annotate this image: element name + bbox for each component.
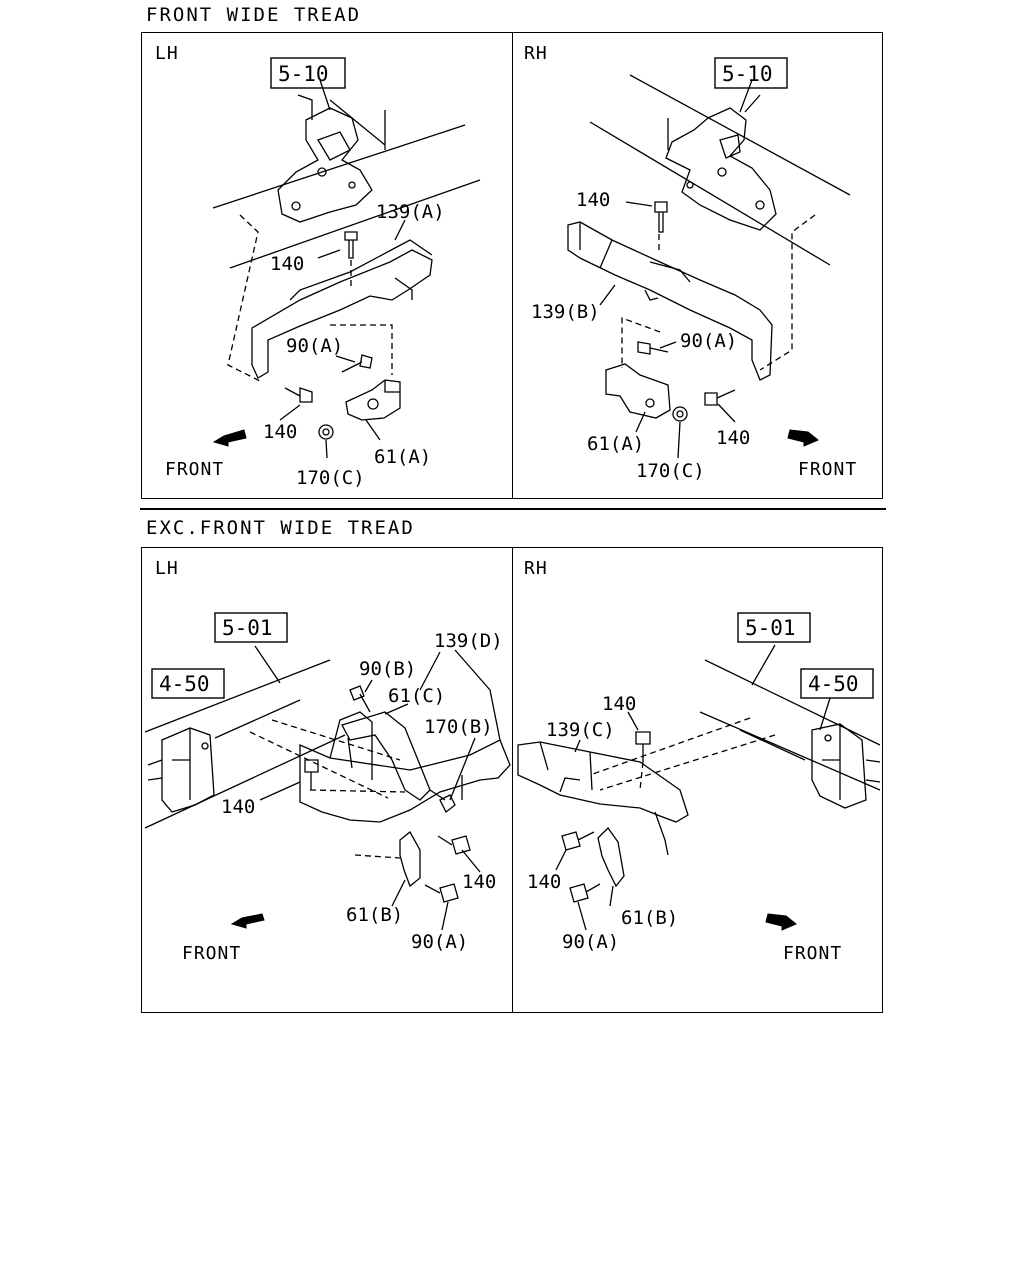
frame-rail-line <box>212 124 466 209</box>
bolt-140 <box>284 387 313 403</box>
ref-label: 5-10 <box>278 62 329 86</box>
ref-label: 4-50 <box>808 672 859 696</box>
callout-label: 140 <box>462 871 496 893</box>
ref-box-5-10 <box>270 57 346 89</box>
callout-label: 90(B) <box>359 658 416 680</box>
ref-label: 4-50 <box>159 672 210 696</box>
front-arrow-icon <box>765 913 797 931</box>
ref-box-5-10 <box>714 57 788 89</box>
bolt-90a <box>424 883 459 903</box>
frame-rail-line <box>229 179 481 269</box>
bolt-90a <box>569 883 601 903</box>
callout-label: 170(B) <box>424 716 493 738</box>
callout-label: 170(C) <box>296 467 365 489</box>
callout-label: 61(B) <box>346 904 403 926</box>
callout-label: 170(C) <box>636 460 705 482</box>
bolt-90a <box>341 354 373 373</box>
ref-label: 5-01 <box>222 616 273 640</box>
front-arrow-icon <box>787 429 819 447</box>
bolt-140 <box>635 731 651 762</box>
bottom-lh-drawing <box>144 645 511 931</box>
ref-box-4-50 <box>800 668 874 699</box>
section-title-exc-front-wide-tread: EXC.FRONT WIDE TREAD <box>146 517 415 539</box>
callout-label: 140 <box>576 189 610 211</box>
callout-label: 90(A) <box>286 335 343 357</box>
front-arrow-icon <box>230 913 265 929</box>
bracket-61b <box>597 826 625 888</box>
part-4-50 <box>161 727 215 813</box>
side-label-rh: RH <box>524 43 548 64</box>
callout-label: 61(C) <box>388 685 445 707</box>
top-rh-drawing <box>567 74 851 459</box>
ref-label: 5-01 <box>745 616 796 640</box>
top-lh-drawing <box>212 79 481 459</box>
bolt-140 <box>437 835 471 855</box>
callout-label: 140 <box>221 796 255 818</box>
callout-label: 140 <box>270 253 304 275</box>
nut-170c <box>672 406 688 422</box>
section-divider <box>140 508 886 510</box>
bolt-90b <box>349 685 371 713</box>
part-4-50 <box>811 723 867 809</box>
callout-label: 139(B) <box>531 301 600 323</box>
callout-label: 90(A) <box>680 330 737 352</box>
callout-label: 90(A) <box>562 931 619 953</box>
front-label: FRONT <box>165 459 224 480</box>
nut-170c <box>318 424 334 440</box>
bracket-61c <box>341 711 431 801</box>
bracket-139a <box>251 249 433 379</box>
bottom-rh-drawing <box>517 644 881 931</box>
callout-label: 140 <box>716 427 750 449</box>
bolt-140 <box>654 201 668 233</box>
side-label-lh: LH <box>155 558 179 579</box>
bracket-61b <box>399 831 421 888</box>
bracket-139b <box>567 221 773 381</box>
front-arrow-icon <box>212 429 247 447</box>
bolt-90a <box>637 341 669 355</box>
front-label: FRONT <box>798 459 857 480</box>
callout-label: 90(A) <box>411 931 468 953</box>
ref-box-4-50 <box>151 668 225 699</box>
callout-label: 140 <box>602 693 636 715</box>
side-label-rh: RH <box>524 558 548 579</box>
plate-61a <box>605 363 671 419</box>
callout-label: 139(D) <box>434 630 503 652</box>
ref-box-5-01 <box>737 612 811 643</box>
panel-top-rh <box>512 32 883 499</box>
plate-61a <box>345 379 401 421</box>
front-label: FRONT <box>182 943 241 964</box>
ref-box-5-01 <box>214 612 288 643</box>
callout-label: 139(C) <box>546 719 615 741</box>
bolt-140 <box>304 759 319 790</box>
front-label: FRONT <box>783 943 842 964</box>
nut-170b <box>439 794 456 813</box>
callout-label: 61(B) <box>621 907 678 929</box>
bolt-140 <box>344 231 358 259</box>
bolt-140 <box>704 389 736 406</box>
callout-label: 140 <box>263 421 297 443</box>
mount-bracket-5-10 <box>277 107 373 223</box>
panel-bottom-rh <box>512 547 883 1013</box>
section-title-front-wide-tread: FRONT WIDE TREAD <box>146 4 362 26</box>
ref-label: 5-10 <box>722 62 773 86</box>
callout-label: 140 <box>527 871 561 893</box>
bracket-139c <box>517 741 689 823</box>
callout-label: 61(A) <box>374 446 431 468</box>
side-label-lh: LH <box>155 43 179 64</box>
bolt-140 <box>561 831 595 851</box>
callout-label: 139(A) <box>376 201 445 223</box>
bracket-139d <box>299 739 511 823</box>
mount-bracket-5-10 <box>665 107 777 231</box>
callout-label: 61(A) <box>587 433 644 455</box>
